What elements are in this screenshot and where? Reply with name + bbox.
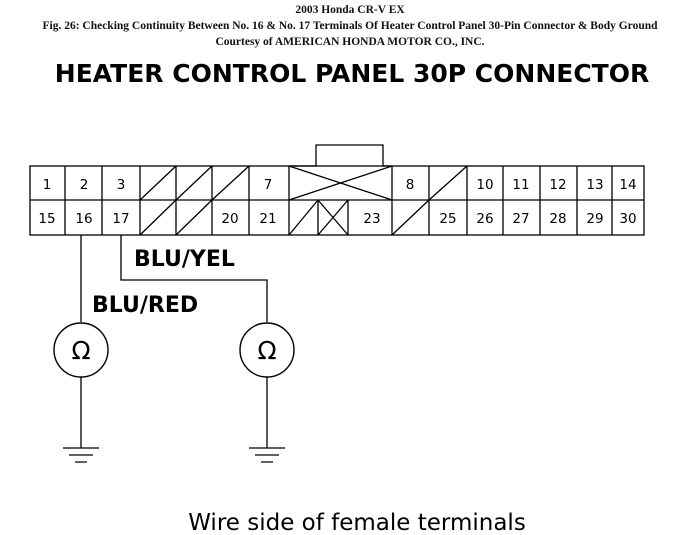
top-row-terminal-numbers: 1 2 3 7 8 10 11 12 13 14 <box>43 177 637 193</box>
terminal-2: 2 <box>80 177 89 193</box>
terminal-3: 3 <box>117 177 126 193</box>
bottom-row-terminal-numbers: 15 16 17 20 21 23 25 26 27 28 29 30 <box>38 211 636 227</box>
ohm-symbol-right: Ω <box>257 336 276 365</box>
caption: Wire side of female terminals <box>188 510 526 535</box>
terminal-7: 7 <box>264 177 273 193</box>
top-row-dividers <box>64 166 613 200</box>
terminal-16: 16 <box>75 211 92 227</box>
connector-title: HEATER CONTROL PANEL 30P CONNECTOR <box>55 59 649 88</box>
top-row-unused-slashes <box>139 165 468 201</box>
header-vehicle: 2003 Honda CR-V EX <box>295 4 405 16</box>
terminal-13: 13 <box>586 177 603 193</box>
terminal-1: 1 <box>43 177 52 193</box>
wires <box>80 235 268 322</box>
ohmmeter-left: Ω <box>53 322 109 378</box>
terminal-28: 28 <box>549 211 566 227</box>
terminal-30: 30 <box>619 211 636 227</box>
terminal-25: 25 <box>439 211 456 227</box>
terminal-29: 29 <box>586 211 603 227</box>
wire-blu-yel <box>120 235 268 322</box>
bottom-row-dividers <box>64 200 613 235</box>
wire-label-blu-red: BLU/RED <box>92 293 198 318</box>
terminal-15: 15 <box>38 211 55 227</box>
ohm-symbol-left: Ω <box>71 336 90 365</box>
terminal-11: 11 <box>512 177 529 193</box>
terminal-12: 12 <box>549 177 566 193</box>
ground-symbol-right <box>249 447 285 463</box>
terminal-17: 17 <box>112 211 129 227</box>
header-figure-title: Fig. 26: Checking Continuity Between No.… <box>42 20 658 32</box>
terminal-23: 23 <box>363 211 380 227</box>
center-cavity-cross <box>288 165 393 201</box>
wire-label-blu-yel: BLU/YEL <box>134 247 235 272</box>
terminal-26: 26 <box>476 211 493 227</box>
terminal-20: 20 <box>221 211 238 227</box>
ground-leads <box>63 377 285 463</box>
bottom-row-unused-slashes <box>139 199 430 236</box>
terminal-10: 10 <box>476 177 493 193</box>
terminal-21: 21 <box>259 211 276 227</box>
connector-body <box>29 144 645 236</box>
ground-symbol-left <box>63 447 99 463</box>
ohmmeter-right: Ω <box>239 322 295 378</box>
connector-lock-tab <box>289 144 392 167</box>
header-courtesy: Courtesy of AMERICAN HONDA MOTOR CO., IN… <box>215 36 485 48</box>
terminal-8: 8 <box>406 177 415 193</box>
terminal-27: 27 <box>512 211 529 227</box>
terminal-14: 14 <box>619 177 636 193</box>
